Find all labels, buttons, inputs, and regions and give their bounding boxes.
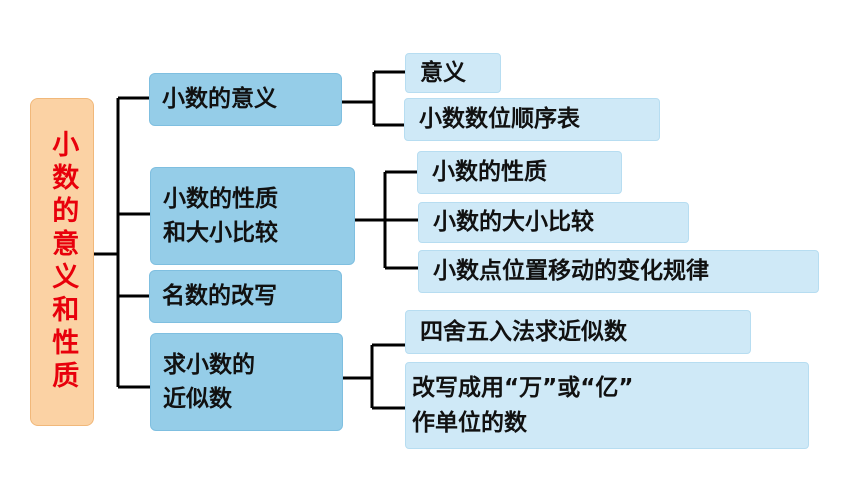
leaf-label: 小数的性质 (432, 159, 547, 186)
leaf-label: 四舍五入法求近似数 (420, 318, 627, 345)
leaf-label: 小数的大小比较 (433, 209, 594, 236)
leaf-node-meaning: 意义 (405, 53, 501, 93)
leaf-node-unit-conversion: 改写成用“万”或“亿” 作单位的数 (405, 362, 809, 449)
branch-label: 名数的改写 (162, 283, 277, 310)
branch-node-properties: 小数的性质 和大小比较 (150, 167, 355, 265)
leaf-label: 小数点位置移动的变化规律 (433, 258, 709, 285)
leaf-label: 小数数位顺序表 (419, 106, 580, 133)
leaf-node-place-value-table: 小数数位顺序表 (404, 98, 660, 141)
branch-label: 小数的性质 和大小比较 (163, 185, 278, 247)
root-label: 小数的意义和性质 (47, 130, 79, 394)
leaf-node-comparison: 小数的大小比较 (418, 202, 689, 243)
branch-node-rewrite: 名数的改写 (149, 270, 342, 323)
branch-node-meaning: 小数的意义 (149, 73, 342, 126)
leaf-node-decimal-point-shift: 小数点位置移动的变化规律 (418, 250, 819, 293)
leaf-node-property: 小数的性质 (417, 151, 622, 194)
leaf-label: 改写成用“万”或“亿” 作单位的数 (412, 375, 634, 436)
branch-label: 小数的意义 (162, 86, 277, 113)
root-node: 小数的意义和性质 (30, 98, 94, 426)
leaf-label: 意义 (420, 59, 466, 86)
leaf-node-rounding: 四舍五入法求近似数 (405, 310, 751, 354)
branch-label: 求小数的 近似数 (163, 351, 255, 413)
branch-node-approximation: 求小数的 近似数 (150, 333, 343, 431)
